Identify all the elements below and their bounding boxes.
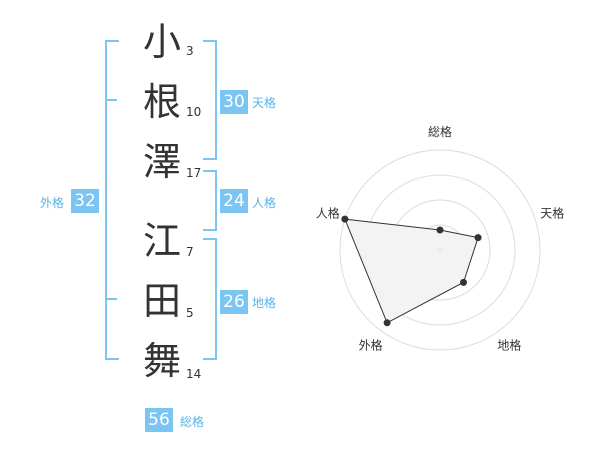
- radar-axis-label-3: 地格: [497, 337, 521, 352]
- gaikaku-label: 外格: [40, 196, 65, 210]
- radar-point-5: [341, 215, 349, 223]
- jinkaku-value-badge: 24: [220, 189, 248, 213]
- stroke-count-3: 17: [186, 166, 202, 180]
- bracket-tick: [105, 99, 117, 101]
- radar-axis-label-5: 人格: [316, 206, 340, 221]
- name-char-2: 根: [142, 80, 181, 124]
- name-char-4: 江: [142, 219, 181, 263]
- soukaku-label: 総格: [180, 415, 205, 429]
- stroke-count-2: 10: [186, 105, 202, 119]
- stroke-count-5: 5: [186, 306, 194, 320]
- chikaku-bracket: [203, 238, 217, 360]
- chikaku-value-badge: 26: [220, 290, 248, 314]
- tenkaku-value-badge: 30: [220, 90, 248, 114]
- radar-axis-label-4: 外格: [359, 337, 383, 352]
- name-char-1: 小: [142, 20, 181, 64]
- gaikaku-bracket: [105, 40, 119, 360]
- jinkaku-label: 人格: [252, 196, 277, 210]
- radar-axis-label-2: 天格: [540, 206, 564, 221]
- radar-data-polygon: [344, 218, 479, 324]
- radar-point-4: [383, 319, 391, 327]
- stroke-count-1: 3: [186, 44, 194, 58]
- name-char-6: 舞: [142, 339, 181, 383]
- bracket-tick: [105, 298, 117, 300]
- stroke-count-6: 14: [186, 367, 202, 381]
- name-char-3: 澤: [142, 140, 181, 184]
- tenkaku-label: 天格: [252, 96, 277, 110]
- jinkaku-bracket: [203, 170, 217, 231]
- chikaku-label: 地格: [252, 296, 277, 310]
- name-char-5: 田: [142, 279, 181, 323]
- radar-point-1: [436, 226, 444, 234]
- soukaku-value-badge: 56: [145, 408, 173, 432]
- stroke-count-4: 7: [186, 245, 194, 259]
- radar-axis-label-1: 総格: [428, 124, 452, 139]
- gaikaku-value-badge: 32: [71, 189, 99, 213]
- radar-ring: [339, 149, 541, 351]
- radar-point-3: [460, 278, 468, 286]
- radar-point-2: [474, 234, 482, 242]
- tenkaku-bracket: [203, 40, 217, 160]
